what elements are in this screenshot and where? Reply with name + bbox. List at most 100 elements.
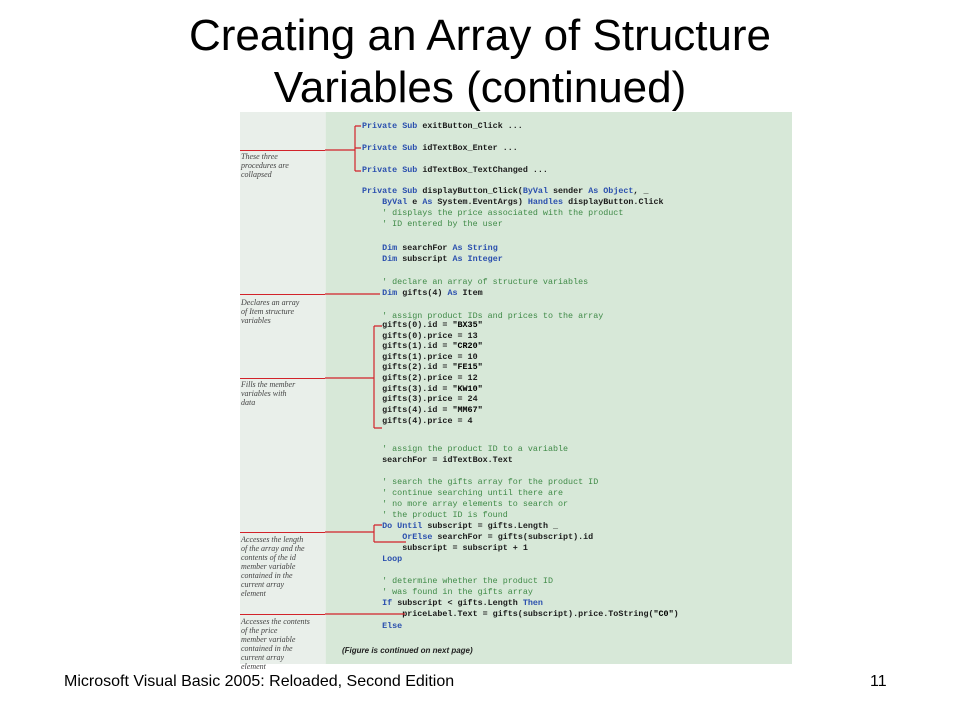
code-comment: ' declare an array of structure variable… [362, 277, 589, 287]
code-text: "CR20" [452, 341, 483, 351]
code-text: "C0" [653, 609, 674, 619]
code-text: subscript = subscript + 1 [362, 543, 528, 553]
code-line: ' the product ID is found [362, 510, 508, 520]
code-comment: ' ID entered by the user [362, 219, 503, 229]
annotation-line: member variable [241, 562, 296, 571]
code-comment: ' no more array elements to search or [362, 499, 569, 509]
annotation-line: contained in the [241, 571, 293, 580]
code-text: gifts(3).price = 24 [362, 394, 478, 404]
code-keyword: As Object [588, 186, 634, 196]
code-text: displayButton.Click [568, 197, 664, 207]
code-keyword: Dim [382, 254, 403, 264]
code-text: , _ [633, 186, 649, 196]
annotation-rule [240, 378, 325, 379]
annotation-line: Declares an array [241, 298, 300, 307]
code-line: priceLabel.Text = gifts(subscript).price… [362, 609, 679, 619]
code-keyword: Dim [382, 243, 403, 253]
code-text: ) [673, 609, 679, 619]
code-text: gifts(1).id = [362, 341, 453, 351]
code-keyword: OrElse [402, 532, 438, 542]
code-line: ' displays the price associated with the… [362, 208, 623, 218]
code-line: OrElse searchFor = gifts(subscript).id [362, 532, 593, 542]
code-keyword: As Integer [452, 254, 503, 264]
code-line: Private Sub exitButton_Click ... [362, 121, 523, 131]
code-keyword: Dim [382, 288, 403, 298]
code-line: gifts(3).id = "KW10" [362, 384, 483, 394]
annotation-line: of Item structure [241, 307, 295, 316]
code-keyword: ByVal [522, 186, 553, 196]
code-text: gifts(4) [402, 288, 448, 298]
bracket-length [325, 524, 406, 543]
code-text: priceLabel.Text = gifts(subscript).price… [362, 609, 654, 619]
annotation-line: Fills the member [241, 380, 296, 389]
code-line: gifts(3).price = 24 [362, 394, 478, 404]
code-text: idTextBox_Enter ... [422, 143, 518, 153]
annotation-line: Accesses the contents [241, 617, 310, 626]
annotation-line: variables [241, 316, 271, 325]
code-text: "BX35" [452, 320, 483, 330]
slide-title: Creating an Array of Structure Variables… [0, 10, 960, 114]
figure-caption: (Figure is continued on next page) [342, 646, 473, 655]
page-number: 11 [870, 673, 887, 690]
annotation-line: data [241, 398, 256, 407]
code-text: gifts(0).id = [362, 320, 453, 330]
code-text: gifts(4).id = [362, 405, 453, 415]
code-text: idTextBox_TextChanged ... [422, 165, 548, 175]
code-line: ' continue searching until there are [362, 488, 563, 498]
code-line: gifts(0).id = "BX35" [362, 320, 483, 330]
code-line: ' was found in the gifts array [362, 587, 533, 597]
code-line: If subscript < gifts.Length Then [362, 598, 543, 608]
code-keyword: ByVal [382, 197, 413, 207]
bracket-collapsed [325, 125, 361, 172]
code-text: gifts(1).price = 10 [362, 352, 478, 362]
code-line: ' assign product IDs and prices to the a… [362, 311, 603, 321]
code-keyword: Private Sub [362, 121, 423, 131]
code-line: ByVal e As System.EventArgs) Handles dis… [362, 197, 664, 207]
code-line: Dim searchFor As String [362, 243, 498, 253]
code-line: searchFor = idTextBox.Text [362, 455, 513, 465]
code-text: exitButton_Click ... [422, 121, 523, 131]
annotation-line: contents of the id [241, 553, 296, 562]
code-keyword: Do Until [382, 521, 428, 531]
code-line: gifts(1).price = 10 [362, 352, 478, 362]
code-line: gifts(4).price = 4 [362, 416, 473, 426]
code-text: subscript [402, 254, 453, 264]
annotation-line: variables with [241, 389, 287, 398]
code-keyword: Loop [382, 554, 403, 564]
code-line: Private Sub idTextBox_Enter ... [362, 143, 518, 153]
code-keyword: Else [382, 621, 403, 631]
annotation-line: procedures are [241, 161, 289, 170]
code-line: gifts(1).id = "CR20" [362, 341, 483, 351]
code-panel: Private Sub exitButton_Click ...Private … [326, 112, 792, 664]
code-comment: ' search the gifts array for the product… [362, 477, 599, 487]
code-text: subscript < gifts.Length [397, 598, 523, 608]
code-text: "KW10" [452, 384, 483, 394]
code-keyword: As [447, 288, 463, 298]
code-text: gifts(3).id = [362, 384, 453, 394]
code-text: subscript = gifts.Length _ [427, 521, 559, 531]
code-text: e [412, 197, 423, 207]
code-line: ' search the gifts array for the product… [362, 477, 598, 487]
annotation-line: element [241, 589, 266, 598]
code-text: gifts(4).price = 4 [362, 416, 473, 426]
code-text: searchFor [402, 243, 453, 253]
annotation-rule [240, 532, 325, 533]
code-line: ' assign the product ID to a variable [362, 444, 568, 454]
code-comment: ' determine whether the product ID [362, 576, 553, 586]
annotation-line: Accesses the length [241, 535, 304, 544]
code-keyword: Private Sub [362, 165, 423, 175]
code-comment: ' continue searching until there are [362, 488, 564, 498]
code-comment: ' the product ID is found [362, 510, 508, 520]
callout-brackets [325, 125, 406, 615]
code-text: gifts(0).price = 13 [362, 331, 478, 341]
code-line: gifts(4).id = "MM67" [362, 405, 483, 415]
code-line: Dim gifts(4) As Item [362, 288, 483, 298]
code-line: gifts(0).price = 13 [362, 331, 478, 341]
annotation-rule [240, 294, 325, 295]
